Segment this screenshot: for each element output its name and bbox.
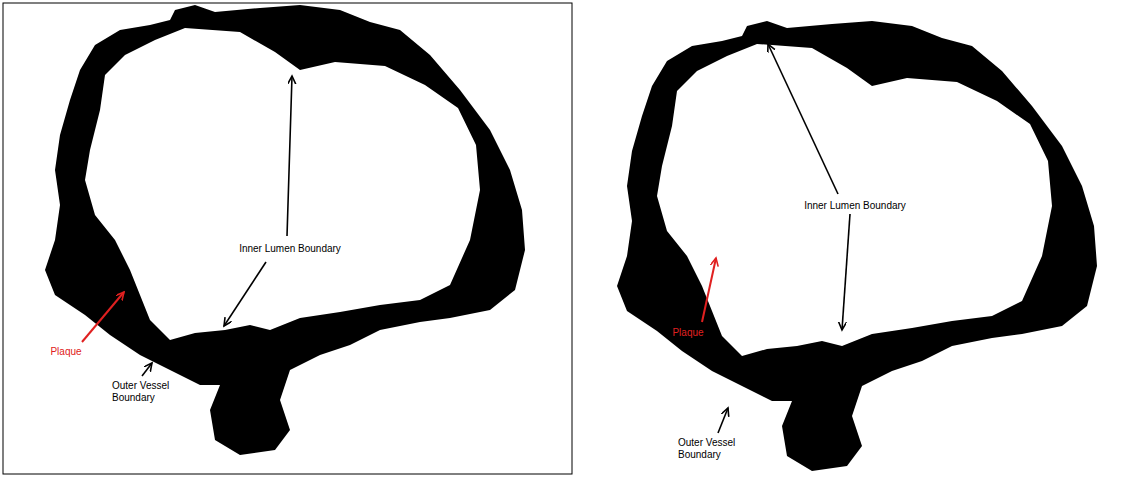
plaque-label: Plaque — [50, 346, 81, 358]
leader-arrow — [718, 408, 728, 433]
plaque-arrow — [702, 258, 716, 322]
callout-label: Inner Lumen Boundary — [804, 200, 906, 212]
callout-label: Inner Lumen Boundary — [239, 243, 341, 255]
leader-arrow — [224, 262, 266, 326]
leader-arrow — [768, 44, 838, 194]
callout-label: Outer Vessel Boundary — [678, 437, 742, 461]
leader-arrow — [142, 363, 152, 376]
panel-frame — [3, 3, 572, 474]
leader-arrow — [287, 76, 292, 236]
plaque-label: Plaque — [672, 327, 703, 339]
leader-arrow — [842, 214, 850, 330]
callout-label: Outer Vessel Boundary — [112, 380, 176, 404]
vessel-ring — [45, 5, 525, 455]
vessel-ring — [617, 21, 1097, 471]
plaque-arrow — [82, 292, 124, 342]
